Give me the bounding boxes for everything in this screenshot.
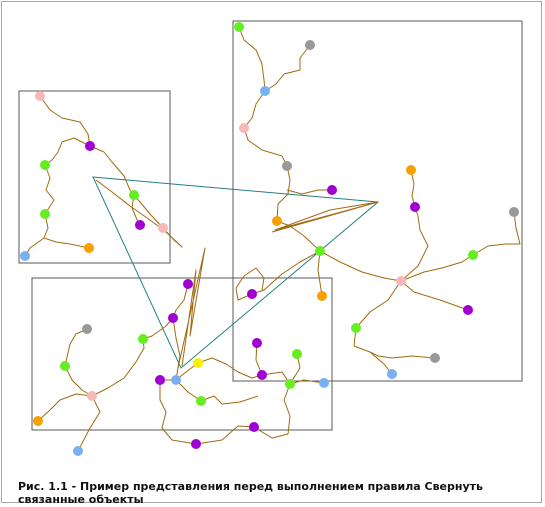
node-gray: [305, 40, 315, 50]
node-green: [351, 323, 361, 333]
figure-caption: Рис. 1.1 - Пример представления перед вы…: [18, 480, 538, 506]
stream-line: [43, 237, 90, 249]
stream-line: [37, 393, 93, 422]
node-orange: [317, 291, 327, 301]
node-gray: [430, 353, 440, 363]
node-purple: [463, 305, 473, 315]
stream-line: [255, 342, 263, 376]
stream-line: [91, 338, 145, 397]
extent-box-left: [18, 90, 171, 264]
stream-line: [276, 220, 321, 252]
node-purple: [191, 439, 201, 449]
stream-line: [235, 267, 265, 301]
collapse-triangle: [92, 176, 380, 369]
node-blue: [20, 251, 30, 261]
extent-box-bottom: [31, 277, 333, 431]
stream-line: [39, 95, 91, 147]
stream-line: [400, 206, 429, 282]
node-pink: [239, 123, 249, 133]
node-orange: [84, 243, 94, 253]
caption-line-2: связанные объекты: [18, 493, 144, 506]
node-purple: [135, 220, 145, 230]
node-green: [468, 250, 478, 260]
node-green: [292, 349, 302, 359]
stream-line: [271, 201, 379, 233]
stream-line: [44, 137, 91, 166]
node-blue: [73, 446, 83, 456]
stream-line: [243, 90, 288, 167]
stream-line: [197, 357, 263, 379]
node-pink: [87, 391, 97, 401]
node-blue: [319, 378, 329, 388]
stream-line: [251, 250, 321, 295]
node-orange: [33, 416, 43, 426]
stream-line: [253, 383, 291, 439]
stream-line: [24, 213, 49, 257]
stream-line: [142, 317, 174, 340]
node-purple: [252, 338, 262, 348]
node-green: [40, 160, 50, 170]
node-green: [315, 246, 325, 256]
stream-line: [64, 365, 93, 397]
stream-line: [353, 327, 436, 359]
stream-line: [172, 283, 189, 319]
node-purple: [85, 141, 95, 151]
node-green: [40, 209, 50, 219]
stream-line: [172, 317, 181, 381]
node-blue: [387, 369, 397, 379]
node-green: [196, 396, 206, 406]
stream-line: [264, 44, 311, 92]
stream-line: [77, 395, 101, 452]
stream-line: [44, 164, 55, 215]
network-diagram: [18, 20, 523, 456]
stream-line: [200, 395, 259, 405]
stream-line: [286, 189, 332, 195]
stream-line: [400, 254, 474, 282]
node-orange: [406, 165, 416, 175]
node-green: [285, 379, 295, 389]
stream-line: [472, 211, 521, 256]
caption-line-1: Рис. 1.1 - Пример представления перед вы…: [18, 480, 483, 493]
node-green: [129, 190, 139, 200]
node-pink: [158, 223, 168, 233]
stream-line: [159, 380, 197, 445]
node-purple: [327, 185, 337, 195]
node-pink: [396, 276, 406, 286]
stream-line: [319, 250, 402, 282]
node-purple: [247, 289, 257, 299]
stream-line: [317, 250, 323, 297]
node-purple: [257, 370, 267, 380]
stream-line: [177, 247, 206, 369]
node-blue: [171, 375, 181, 385]
extent-box-right: [232, 20, 523, 382]
node-blue: [260, 86, 270, 96]
node-yellow: [193, 358, 203, 368]
node-purple: [168, 313, 178, 323]
stream-line: [195, 425, 255, 445]
node-orange: [272, 216, 282, 226]
stream-line: [400, 280, 469, 311]
node-purple: [410, 202, 420, 212]
stream-line: [355, 280, 402, 329]
node-gray: [282, 161, 292, 171]
node-green: [234, 22, 244, 32]
stream-line: [175, 379, 202, 402]
stream-line: [89, 145, 135, 196]
stream-line: [64, 328, 88, 367]
node-green: [138, 334, 148, 344]
node-green: [60, 361, 70, 371]
stream-line: [276, 165, 291, 222]
node-purple: [249, 422, 259, 432]
stream-line: [410, 169, 416, 208]
node-purple: [155, 375, 165, 385]
stream-line: [95, 179, 183, 248]
node-purple: [183, 279, 193, 289]
node-gray: [82, 324, 92, 334]
stream-line: [238, 26, 266, 92]
node-gray: [509, 207, 519, 217]
node-pink: [35, 91, 45, 101]
